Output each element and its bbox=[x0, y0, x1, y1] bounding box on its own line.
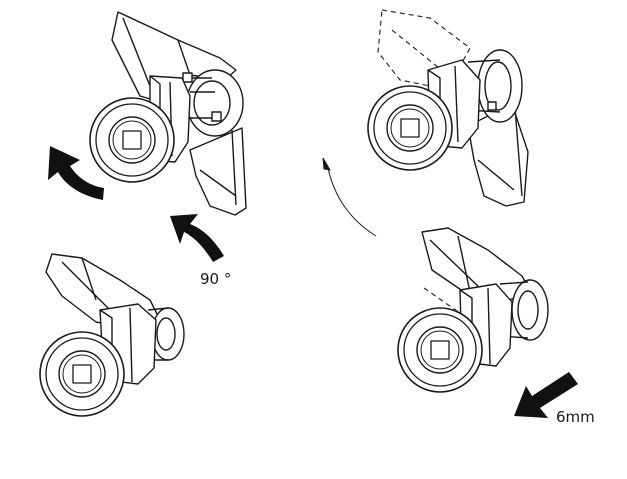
push-depth-label: 6mm bbox=[556, 408, 595, 426]
rotate-90-arrow-icon bbox=[170, 214, 224, 262]
rotate-arrow-icon bbox=[48, 146, 104, 200]
push-arrow-icon bbox=[514, 372, 578, 418]
rotation-angle-label: 90 ° bbox=[200, 270, 232, 288]
lock-bottom-right bbox=[397, 227, 549, 393]
lock-top-left bbox=[89, 11, 247, 216]
transition-arc-icon bbox=[327, 167, 377, 237]
transition-arc-head-icon bbox=[322, 157, 331, 171]
lock-top-right bbox=[367, 9, 529, 207]
lock-bottom-left bbox=[39, 253, 185, 417]
